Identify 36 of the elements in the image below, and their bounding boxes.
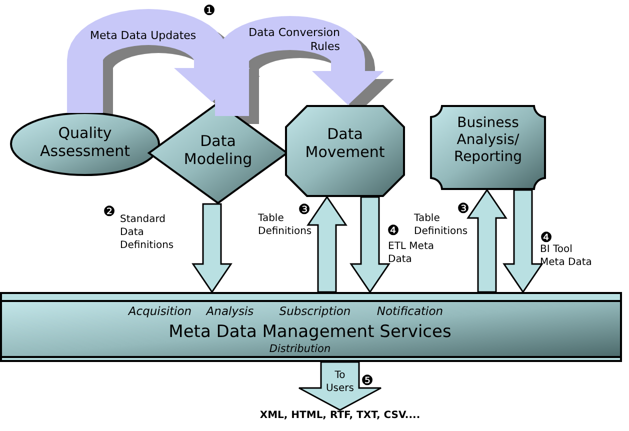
step-number: ❶ bbox=[203, 4, 216, 18]
edge-label: Standard Data Definitions bbox=[120, 213, 175, 252]
service-label: Distribution bbox=[268, 343, 332, 356]
bar-title: Meta Data Management Services bbox=[168, 322, 452, 342]
block-arrow bbox=[466, 188, 508, 293]
block-arrow bbox=[192, 203, 232, 294]
edge-label: ETL Meta Data bbox=[388, 240, 436, 266]
node-label: Data Movement bbox=[304, 125, 386, 161]
edge-label: To Users bbox=[324, 369, 355, 395]
service-label: Analysis bbox=[204, 305, 255, 319]
node-label: Business Analysis/ Reporting bbox=[452, 115, 524, 166]
service-label: Notification bbox=[376, 305, 444, 319]
edge-label: BI Tool Meta Data bbox=[540, 243, 592, 269]
step-number: ❸ bbox=[457, 202, 470, 216]
services-bar bbox=[0, 292, 622, 362]
octagon-node bbox=[285, 105, 405, 197]
block-arrow bbox=[67, 9, 250, 113]
block-arrow bbox=[298, 361, 382, 411]
block-arrow bbox=[502, 189, 544, 294]
step-number: ❷ bbox=[103, 205, 116, 219]
format-list: XML, HTML, RTF, TXT, CSV.... bbox=[225, 410, 455, 422]
edge-label: Data Conversion Rules bbox=[248, 26, 340, 55]
node-label: Quality Assessment bbox=[39, 124, 131, 160]
step-number: ❹ bbox=[387, 224, 400, 238]
node-label: Data Modeling bbox=[182, 132, 254, 168]
service-label: Subscription bbox=[278, 305, 352, 319]
service-label: Acquisition bbox=[126, 305, 193, 319]
step-number: ❹ bbox=[540, 231, 553, 245]
edge-label: Table Definitions bbox=[414, 213, 468, 238]
step-number: ❺ bbox=[361, 374, 374, 388]
block-arrow bbox=[350, 196, 390, 294]
decision-diamond bbox=[148, 102, 288, 204]
block-arrow bbox=[306, 196, 348, 293]
edge-label: Meta Data Updates bbox=[90, 29, 198, 44]
ellipse-node bbox=[10, 112, 160, 176]
process-box bbox=[430, 105, 546, 190]
